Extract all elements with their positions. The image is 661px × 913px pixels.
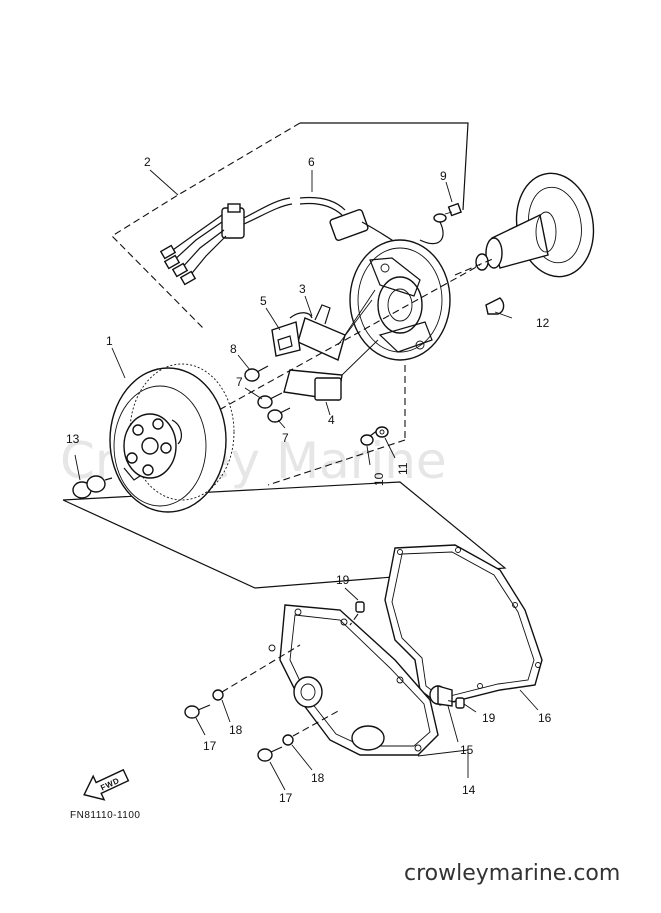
- callout-18b[interactable]: 18: [311, 771, 325, 785]
- coil-screw-7a[interactable]: [257, 392, 283, 409]
- callout-19b[interactable]: 19: [482, 711, 496, 725]
- cover-gasket[interactable]: [384, 544, 543, 706]
- stator-washer[interactable]: [375, 426, 389, 438]
- wire-harness[interactable]: [159, 197, 293, 286]
- callout-7a[interactable]: 7: [236, 375, 243, 389]
- charge-coil[interactable]: [297, 289, 376, 361]
- callout-leaders: [74, 169, 539, 791]
- dowel-pin-19b[interactable]: [455, 697, 465, 709]
- callout-5[interactable]: 5: [260, 294, 267, 308]
- callout-15[interactable]: 15: [460, 743, 474, 757]
- callout-labels: 2 6 9 1 5 3 8 7 7 4 12 13 10 11 19 19 16…: [66, 155, 552, 805]
- spacer-ring[interactable]: [475, 253, 489, 271]
- flywheel-nut[interactable]: [72, 475, 113, 499]
- cover-washer-18a[interactable]: [212, 689, 224, 701]
- fwd-arrow-icon: FWD: [83, 768, 130, 801]
- bearing-housing[interactable]: [485, 167, 601, 283]
- callout-1[interactable]: 1: [106, 334, 113, 348]
- coil-screw-8[interactable]: [244, 365, 269, 382]
- callout-14[interactable]: 14: [462, 783, 476, 797]
- callout-3[interactable]: 3: [299, 282, 306, 296]
- woodruff-key[interactable]: [485, 297, 505, 315]
- callout-10[interactable]: 10: [372, 472, 386, 486]
- callout-18a[interactable]: 18: [229, 723, 243, 737]
- cover-bolt-17b[interactable]: [257, 746, 283, 762]
- callout-19a[interactable]: 19: [336, 573, 350, 587]
- callout-12[interactable]: 12: [536, 316, 550, 330]
- callout-4[interactable]: 4: [328, 413, 335, 427]
- fwd-label: FWD: [99, 776, 121, 792]
- flywheel-cover[interactable]: [268, 604, 439, 756]
- callout-9[interactable]: 9: [440, 169, 447, 183]
- site-url[interactable]: crowleymarine.com: [404, 861, 620, 886]
- callout-17a[interactable]: 17: [203, 739, 217, 753]
- cover-collar[interactable]: [429, 685, 453, 707]
- pulser-coil-lead[interactable]: [299, 196, 399, 245]
- callout-11[interactable]: 11: [396, 462, 410, 475]
- assembly-axis: [209, 264, 481, 416]
- callout-6[interactable]: 6: [308, 155, 315, 169]
- pulser-coil[interactable]: [271, 312, 313, 357]
- dowel-pin-19a[interactable]: [355, 601, 365, 613]
- lighting-coil[interactable]: [283, 339, 379, 401]
- callout-2[interactable]: 2: [144, 155, 151, 169]
- callout-13[interactable]: 13: [66, 432, 80, 446]
- diagram-code: FN81110-1100: [70, 810, 141, 821]
- stator-assembly-boundary: [62, 122, 507, 589]
- flywheel[interactable]: [109, 363, 235, 513]
- coil-screw-7b[interactable]: [267, 407, 291, 423]
- callout-17b[interactable]: 17: [279, 791, 293, 805]
- cover-washer-18b[interactable]: [282, 734, 294, 746]
- stator-base-plate[interactable]: [349, 239, 451, 361]
- ground-screw[interactable]: [419, 202, 462, 245]
- callout-7b[interactable]: 7: [282, 431, 289, 445]
- cover-bolt-17a[interactable]: [184, 704, 211, 719]
- callout-8[interactable]: 8: [230, 342, 237, 356]
- callout-16[interactable]: 16: [538, 711, 552, 725]
